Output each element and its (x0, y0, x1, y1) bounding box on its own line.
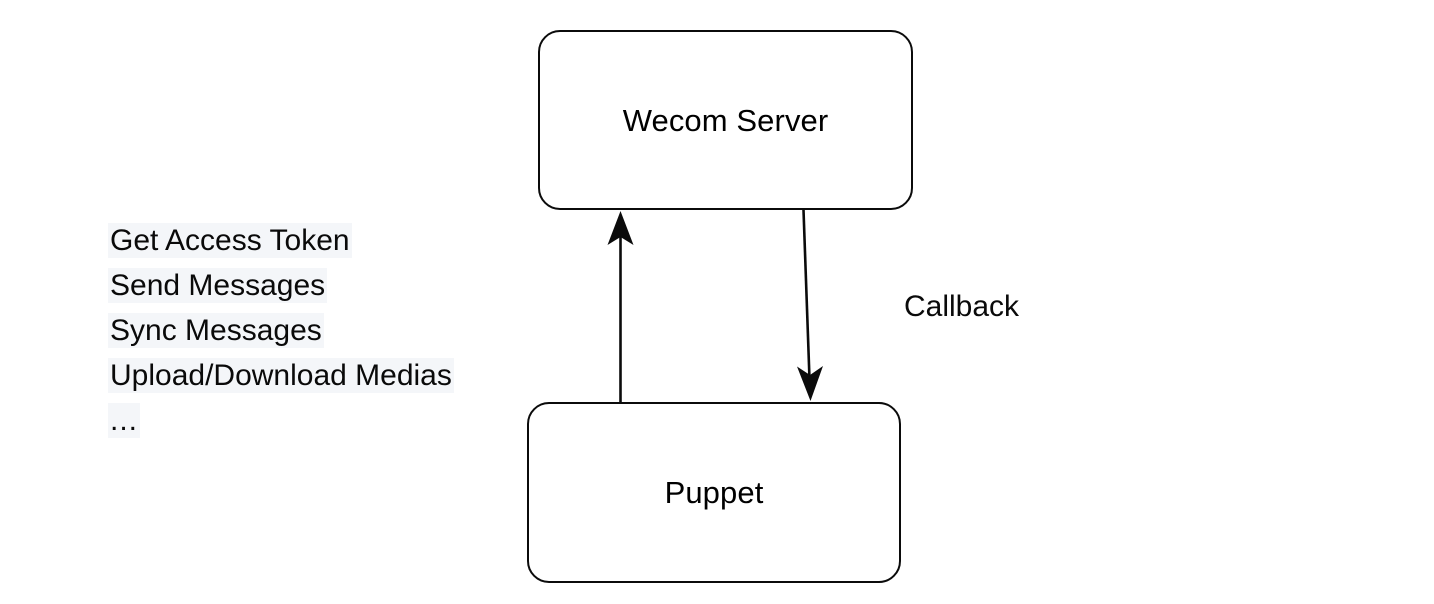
operations-item-upload-download-medias: Upload/Download Medias (108, 358, 454, 393)
operations-list-item: Upload/Download Medias (108, 353, 578, 398)
node-puppet[interactable]: Puppet (527, 402, 901, 583)
edge-label-callback: Callback (904, 290, 1020, 323)
operations-list: Get Access Token Send Messages Sync Mess… (108, 218, 578, 443)
operations-item-sync-messages: Sync Messages (108, 313, 324, 348)
edge-wecom-to-puppet-arrowhead (797, 366, 823, 401)
node-wecom-server-label: Wecom Server (622, 102, 829, 138)
node-wecom-server[interactable]: Wecom Server (538, 30, 913, 210)
edge-puppet-to-wecom (607, 211, 634, 403)
operations-item-send-messages: Send Messages (108, 268, 328, 303)
operations-item-ellipsis: ... (108, 403, 141, 438)
edge-wecom-to-puppet (797, 209, 823, 401)
edge-wecom-to-puppet-line (802, 209, 811, 380)
operations-item-get-access-token: Get Access Token (108, 223, 352, 258)
operations-list-item: ... (108, 398, 578, 443)
edge-puppet-to-wecom-arrowhead (607, 211, 634, 245)
operations-list-item: Send Messages (108, 263, 578, 308)
operations-list-item: Sync Messages (108, 308, 578, 353)
operations-list-item: Get Access Token (108, 218, 578, 263)
node-puppet-label: Puppet (664, 475, 764, 510)
